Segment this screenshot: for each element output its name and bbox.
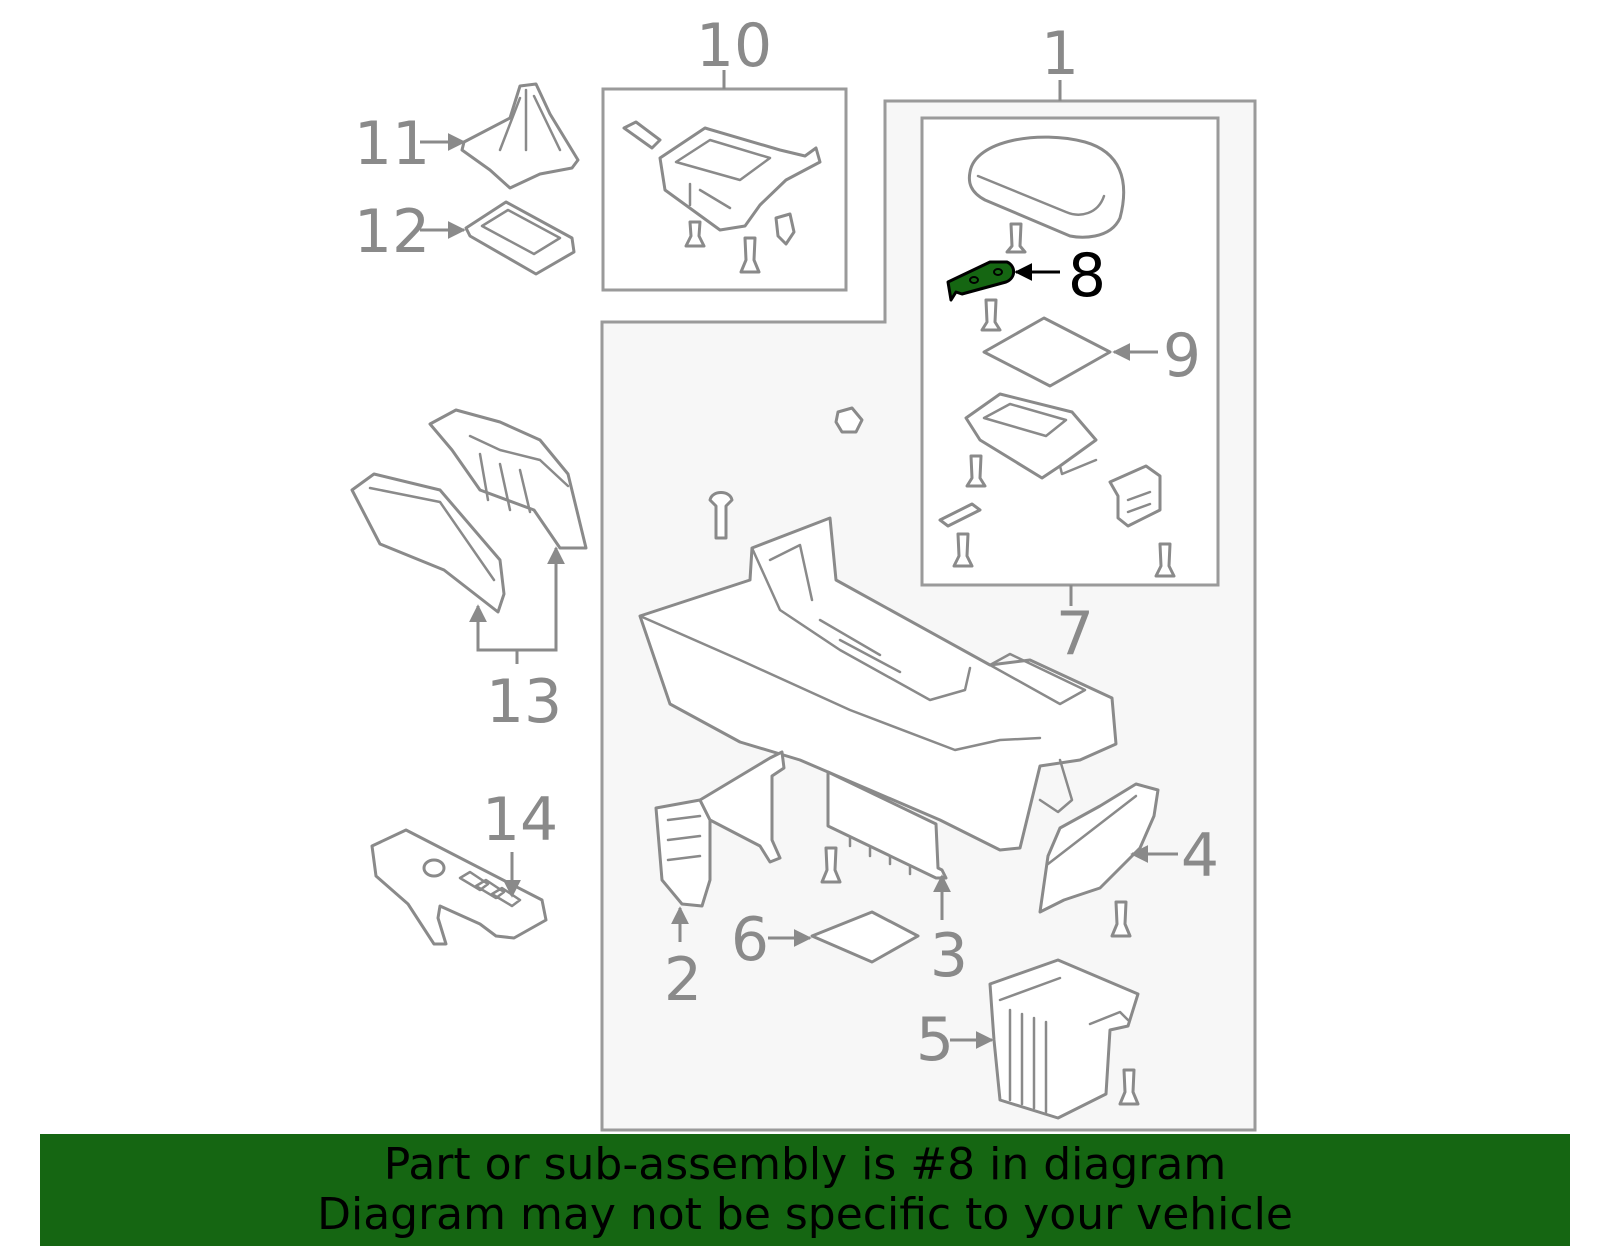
armrest-lid [967, 135, 1126, 239]
latch [938, 502, 982, 528]
screw-part-5 [1118, 1068, 1140, 1106]
callout-2: 2 [664, 945, 702, 1015]
clip-console-top [834, 406, 864, 434]
screw-tray-left [965, 454, 987, 488]
callout-3: 3 [930, 921, 968, 991]
assembly-10-frame [601, 87, 848, 292]
part-12-trim-plate [464, 200, 576, 276]
part-9-pad [982, 316, 1112, 388]
callout-10: 10 [696, 11, 772, 81]
callout-8: 8 [1068, 241, 1106, 311]
part-10-shifter-bezel [658, 126, 822, 232]
callout-6: 6 [731, 905, 769, 975]
callout-9: 9 [1163, 321, 1201, 391]
clip-frame-10 [774, 212, 796, 246]
screw-part-3 [820, 846, 842, 884]
info-banner: Part or sub-assembly is #8 in diagram Di… [40, 1134, 1570, 1246]
bolt-frame-10-top [622, 120, 662, 150]
callout-1: 1 [1041, 19, 1079, 89]
callout-4: 4 [1181, 821, 1219, 891]
banner-line-1: Part or sub-assembly is #8 in diagram [383, 1139, 1227, 1190]
screw-part-4 [1110, 900, 1132, 938]
screw-lower-left-7 [952, 532, 974, 568]
screw-frame-10-b [739, 236, 761, 274]
screw-frame-10-a [684, 220, 706, 248]
callout-14: 14 [482, 785, 558, 855]
callout-11: 11 [354, 109, 430, 179]
part-2-side-bracket [654, 750, 786, 908]
part-6-pad [810, 910, 920, 964]
screw-lower-right-7 [1154, 542, 1176, 578]
part-13-side-panels [350, 408, 588, 614]
screw-below-bracket [980, 298, 1002, 332]
part-11-shift-boot [460, 82, 580, 190]
screw-upper-armrest [1005, 222, 1027, 254]
center-console-body [638, 516, 1118, 852]
screw-console-left [708, 491, 734, 540]
armrest-tray [964, 392, 1098, 480]
part-3-panel [826, 770, 948, 880]
part-14-switch-panel [370, 828, 548, 946]
banner-line-2: Diagram may not be specific to your vehi… [317, 1189, 1293, 1240]
callout-7: 7 [1056, 599, 1094, 669]
callout-5: 5 [916, 1005, 954, 1075]
bracket-small-right [1108, 464, 1162, 528]
part-5-storage-bin [988, 958, 1140, 1120]
part-4-side-cover [1038, 782, 1160, 914]
callout-12: 12 [354, 197, 430, 267]
callout-13: 13 [486, 667, 562, 737]
part-8-bracket-highlighted [946, 260, 1016, 302]
